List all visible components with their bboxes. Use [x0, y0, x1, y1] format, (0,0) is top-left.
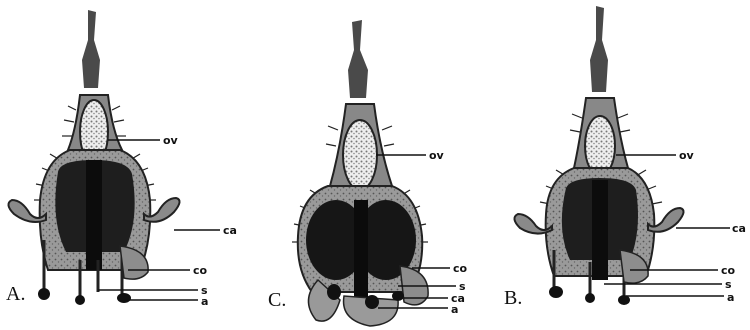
central-column-c — [354, 200, 368, 300]
anther-left-a — [38, 288, 50, 300]
panel-a: ov ca co s a A. — [6, 10, 237, 308]
anther-mid-a — [75, 295, 85, 305]
central-column-b — [592, 180, 608, 280]
panel-letter-c: C. — [268, 289, 286, 311]
style-c — [348, 20, 368, 98]
anther-mid-b — [585, 293, 595, 303]
label-a-b: a — [727, 291, 734, 304]
central-column-a — [86, 160, 102, 270]
anther-right-c — [392, 291, 404, 301]
label-a-c: a — [451, 303, 458, 316]
label-ca-b: ca — [732, 222, 746, 235]
anther-left-c — [327, 284, 341, 300]
label-co-b: co — [721, 264, 736, 277]
label-a-a: a — [201, 295, 208, 308]
label-ca-a: ca — [223, 224, 237, 237]
label-ov-a: ov — [163, 134, 179, 147]
label-ov-c: ov — [429, 149, 445, 162]
label-co-c: co — [453, 262, 468, 275]
anther-right-a — [117, 293, 131, 303]
label-ov-b: ov — [679, 149, 695, 162]
style-b — [590, 6, 608, 92]
label-s-b: s — [725, 278, 732, 291]
panel-letter-b: B. — [504, 287, 522, 309]
label-co-a: co — [193, 264, 208, 277]
panel-b: ov ca co s a B. — [504, 6, 746, 309]
panel-c: ov co s ca a C. — [268, 20, 468, 326]
ovule-c — [343, 120, 377, 190]
anther-mid-c — [365, 295, 379, 309]
style-a — [82, 10, 100, 88]
panel-letter-a: A. — [6, 283, 25, 305]
anther-left-b — [549, 286, 563, 298]
